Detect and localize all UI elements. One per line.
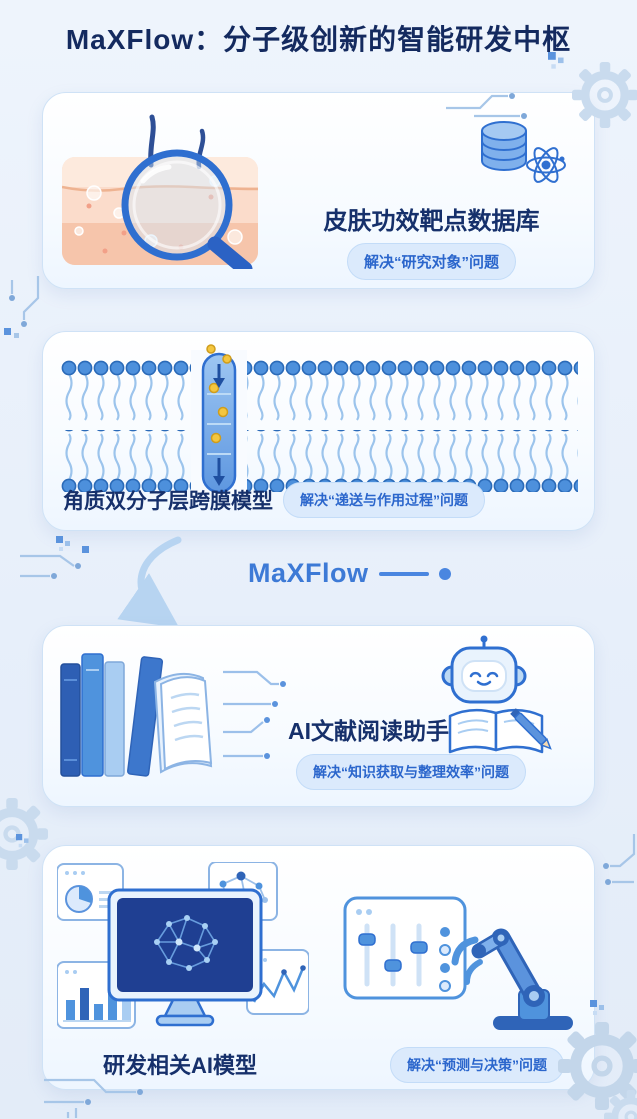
card-title: 皮肤功效靶点数据库	[323, 208, 540, 235]
solution-badge: 解决“递送与作用过程”问题	[283, 482, 485, 518]
pixel-cluster-icon	[16, 834, 32, 850]
gear-icon	[604, 1090, 637, 1119]
robot-smile-icon	[476, 680, 492, 686]
card-title: 研发相关AI模型	[103, 1053, 258, 1078]
robot-arm-illustration	[343, 896, 573, 1030]
atom-icon	[526, 147, 566, 183]
molecule-dot-icon	[210, 432, 222, 444]
robot-eye-icon	[486, 671, 499, 678]
solution-badge: 解决“知识获取与整理效率”问题	[296, 754, 526, 790]
database-icon	[481, 121, 527, 171]
gear-icon	[0, 798, 48, 870]
circuit-lines-icon	[223, 670, 286, 759]
control-panel-icon	[343, 896, 467, 1000]
circuit-trace-icon	[4, 276, 40, 338]
molecule-dot-icon	[222, 354, 232, 364]
down-arrow-icon	[213, 458, 225, 486]
brain-network-icon	[154, 915, 218, 971]
books-illustration	[60, 653, 213, 777]
membrane-channel-illustration	[61, 344, 578, 494]
maxflow-connector: MaXFlow	[0, 536, 637, 628]
page-title: MaXFlow：分子级创新的智能研发中枢	[65, 24, 572, 55]
gripper-finger	[451, 936, 479, 966]
card-skin-target-database: 皮肤功效靶点数据库 解决“研究对象”问题	[42, 92, 595, 289]
maxflow-label: MaXFlow	[248, 558, 369, 588]
robot-arm-icon	[451, 928, 573, 1030]
solution-badge: 解决“预测与决策”问题	[390, 1047, 564, 1083]
curved-arrow-icon	[117, 536, 182, 628]
monitor-ai-illustration	[57, 862, 309, 1029]
card-title: 角质双分子层跨膜模型	[63, 490, 273, 513]
slider-knob	[358, 933, 376, 946]
card-rd-ai-models: 研发相关AI模型 解决“预测与决策”问题	[42, 845, 595, 1090]
molecule-dot-icon	[206, 344, 216, 354]
connector-line	[378, 571, 429, 576]
slider-knob	[384, 959, 402, 972]
open-book-pencil-icon	[448, 708, 552, 754]
pencil-icon	[510, 708, 552, 750]
gripper-finger	[464, 959, 483, 985]
solution-badge: 解决“研究对象”问题	[346, 243, 516, 280]
robot-icon	[441, 635, 527, 704]
magnifier-icon	[121, 149, 253, 269]
card-title: AI文献阅读助手	[288, 718, 449, 744]
down-arrow-icon	[213, 364, 225, 388]
robot-eye-icon	[469, 671, 482, 678]
line-chart-window-icon	[246, 949, 309, 1015]
card-bilayer-model: 角质双分子层跨膜模型 解决“递送与作用过程”问题	[42, 331, 595, 531]
molecule-dot-icon	[217, 406, 229, 418]
molecule-dot-icon	[208, 382, 220, 394]
slider-knob	[410, 941, 428, 954]
hair-icon	[196, 128, 206, 170]
monitor-icon	[107, 888, 263, 1027]
database-atom-icon	[481, 121, 566, 183]
connector-dot	[438, 567, 451, 580]
card-ai-literature-assistant: AI文献阅读助手 解决“知识获取与整理效率”问题	[42, 625, 595, 807]
skin-magnifier-illustration	[62, 114, 258, 269]
